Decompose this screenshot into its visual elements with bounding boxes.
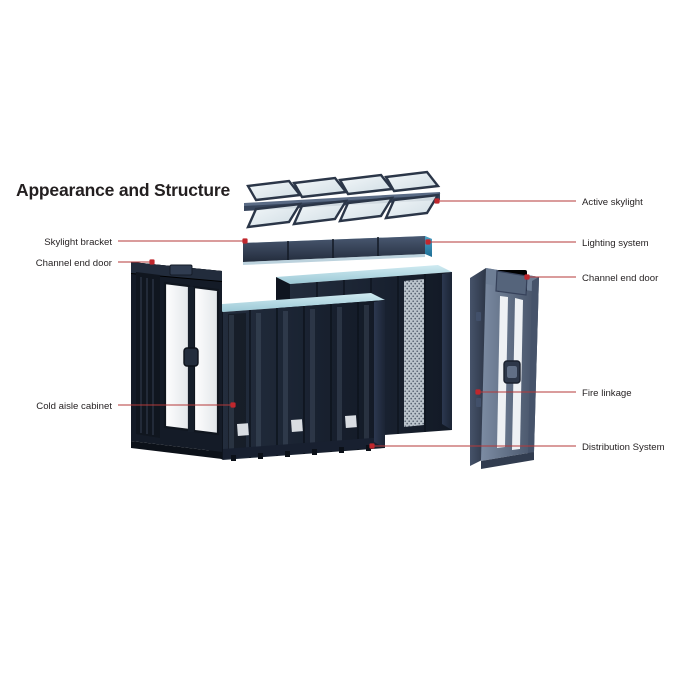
leader-dot-skylight-bracket	[242, 238, 248, 244]
skylight-panel-3-lower	[338, 196, 395, 223]
lighting-segment-dividers	[287, 237, 379, 260]
leader-dot-active-skylight	[434, 198, 440, 204]
perforated-rack-panel	[404, 279, 424, 427]
callout-label-channel-end-door-right: Channel end door	[582, 273, 659, 284]
cabinet-top-deck-back	[276, 265, 452, 284]
right-door-edge-post	[528, 277, 539, 454]
skylight-panel-4-upper	[384, 170, 441, 193]
cabinet-door-sheen	[229, 305, 369, 452]
callout-label-fire-linkage: Fire linkage	[582, 388, 632, 399]
channel-end-door-right-assembly	[470, 268, 539, 469]
callout-label-distribution-system: Distribution System	[582, 442, 665, 453]
skylight-panel-4-lower	[384, 193, 441, 220]
skylight-panel-1-upper	[246, 179, 303, 202]
active-skylight-assembly	[244, 170, 441, 229]
left-door-base	[131, 441, 222, 459]
cabinet-top-deck-front	[209, 293, 385, 312]
channel-end-door-left-assembly	[131, 262, 222, 459]
callout-label-skylight-bracket: Skylight bracket	[44, 237, 112, 248]
callout-leaders	[118, 198, 576, 449]
lighting-end-cap	[425, 236, 432, 257]
cabinet-row-front	[209, 293, 385, 461]
leader-dot-distribution-system	[369, 443, 375, 449]
right-door-glass-strip-1	[497, 296, 508, 448]
lighting-system-bar	[243, 236, 432, 265]
callout-label-active-skylight: Active skylight	[582, 197, 643, 208]
page-title: Appearance and Structure	[16, 180, 231, 200]
skylight-panel-group-upper	[246, 170, 441, 202]
skylight-panel-group-lower	[246, 193, 441, 229]
right-door-hinges	[476, 312, 481, 407]
callout-label-lighting-system: Lighting system	[582, 238, 649, 249]
callout-label-channel-end-door-left: Channel end door	[35, 258, 112, 269]
cabinet-lower-vents-front	[237, 415, 357, 436]
skylight-panel-3-upper	[338, 173, 395, 196]
skylight-panel-2-lower	[292, 199, 349, 226]
right-door-base	[481, 452, 534, 469]
right-door-side-face	[470, 268, 486, 466]
leader-dot-fire-linkage	[475, 389, 481, 395]
cabinet-door-highlights-front	[228, 313, 246, 453]
cabinet-plinth-front	[223, 437, 385, 459]
left-door-louver-lines	[140, 277, 154, 435]
left-door-louvers	[136, 272, 160, 438]
skylight-panel-2-upper	[292, 176, 349, 199]
cabinet-separators-front	[249, 302, 359, 458]
skylight-panel-1-lower	[246, 202, 303, 229]
leader-dot-cold-aisle-cabinet	[230, 402, 236, 408]
leader-dot-channel-end-door-right	[524, 274, 530, 280]
leader-dot-channel-end-door-left	[149, 259, 155, 265]
callout-label-cold-aisle-cabinet: Cold aisle cabinet	[36, 401, 112, 412]
cabinet-feet-front	[231, 445, 371, 461]
leader-dot-lighting-system	[425, 239, 431, 245]
right-door-control-panel	[495, 270, 528, 296]
left-door-handle	[183, 347, 199, 367]
